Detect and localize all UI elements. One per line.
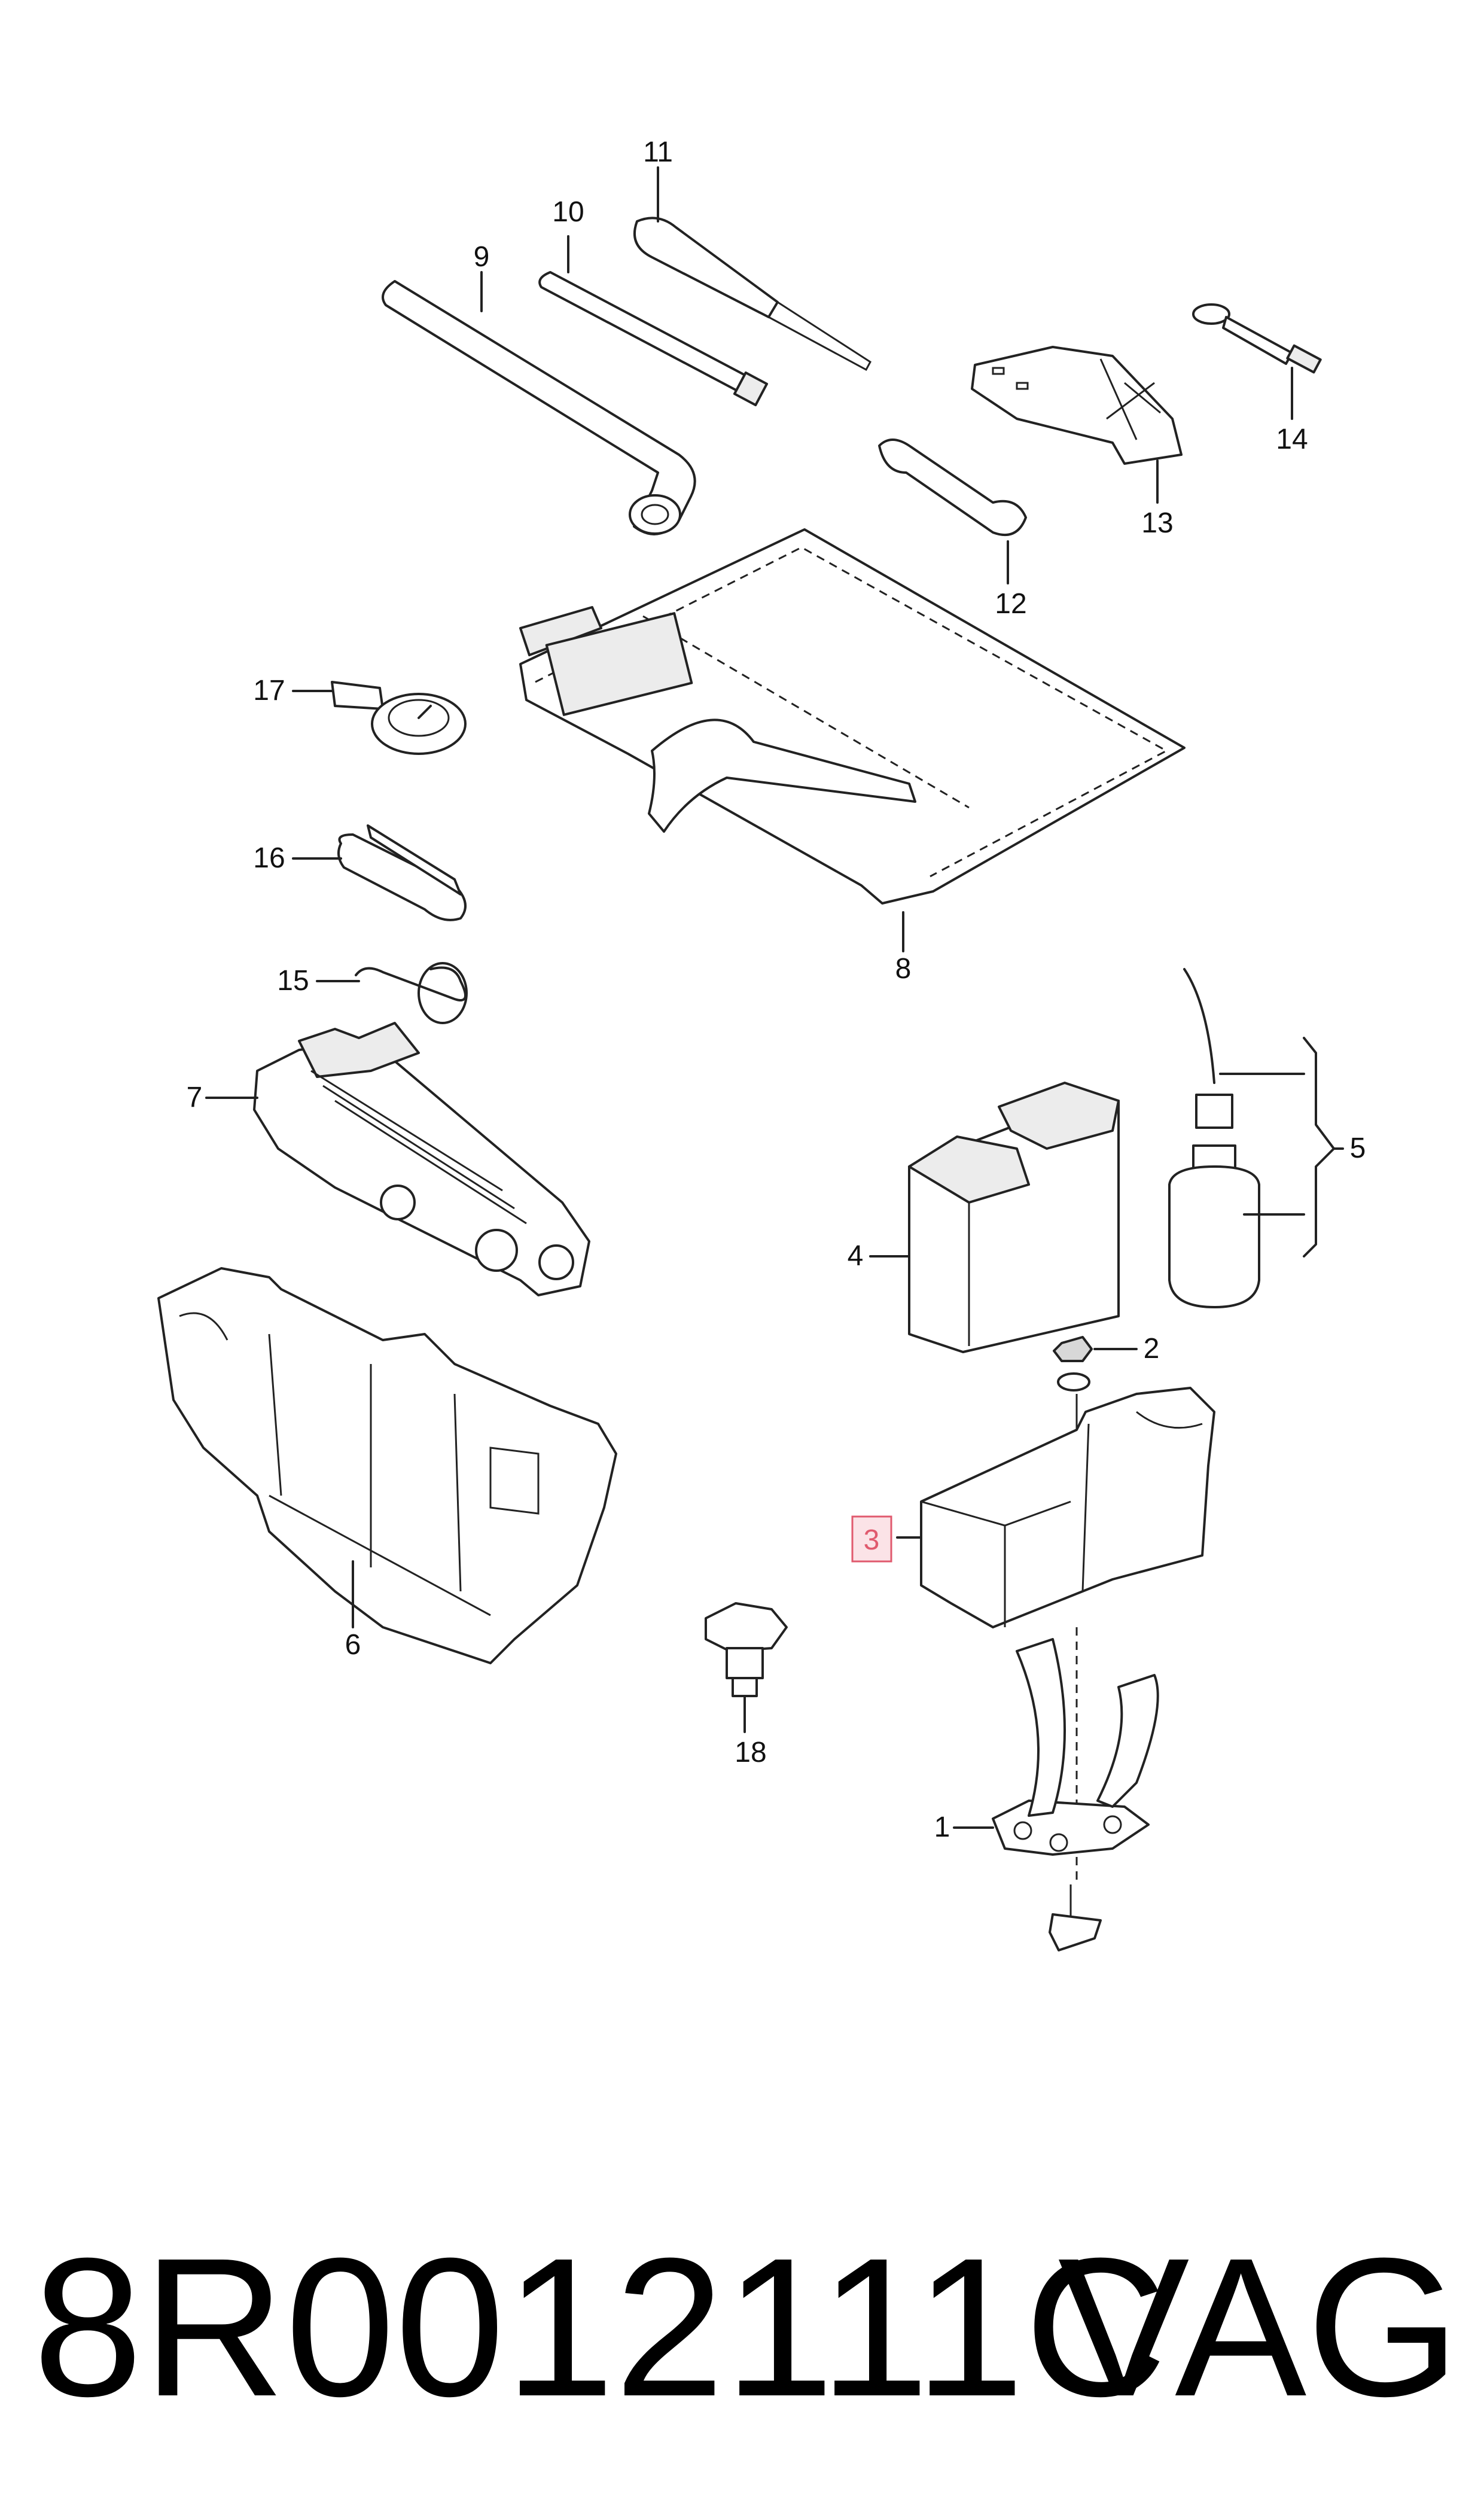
part-2-nut-washer [1053, 1336, 1138, 1436]
part-17-tyre-gauge [292, 681, 467, 755]
callout-6: 6 [345, 1629, 361, 1661]
part-18-valve-plug [705, 1602, 788, 1733]
part-4-compressor-box [869, 1082, 1120, 1353]
part-12-spanner [878, 439, 1027, 584]
part-15-spring-clip [316, 962, 468, 1024]
part-13-jack-plate [971, 346, 1183, 504]
callout-7: 7 [187, 1082, 203, 1113]
brand-label: VAG [1058, 2216, 1460, 2437]
callout-8: 8 [895, 953, 912, 985]
part-14-towing-eye [1192, 303, 1322, 420]
callout-9: 9 [474, 241, 490, 273]
part-7-jack [205, 1022, 590, 1296]
callout-12: 12 [995, 588, 1026, 620]
part-number: 8R0012111C [33, 2216, 1167, 2437]
callout-14: 14 [1276, 424, 1308, 455]
part-11-screwdriver [633, 166, 871, 372]
part-9-wheel-brace [382, 271, 696, 535]
part-6-foam-insert [157, 1267, 617, 1664]
callout-17: 17 [253, 675, 285, 707]
callout-18: 18 [735, 1737, 766, 1768]
callout-13: 13 [1141, 507, 1173, 539]
callout-5: 5 [1350, 1132, 1366, 1164]
callout-15: 15 [277, 965, 309, 997]
callout-4: 4 [848, 1240, 864, 1272]
callout-16: 16 [253, 842, 285, 874]
part-3-tray [896, 1387, 1215, 1628]
callout-10: 10 [552, 196, 584, 228]
part-5-sealant-bottle [1168, 968, 1344, 1308]
callout-11: 11 [643, 136, 673, 168]
part-16-clip [292, 824, 467, 921]
part-1-bracket [953, 1638, 1159, 1951]
part-10-extension-bar [538, 235, 769, 407]
callout-3-highlight [851, 1515, 892, 1563]
part-8-tool-roll [519, 528, 1186, 952]
callout-1: 1 [934, 1811, 950, 1843]
callout-2: 2 [1144, 1333, 1160, 1365]
callout-3: 3 [864, 1524, 880, 1556]
